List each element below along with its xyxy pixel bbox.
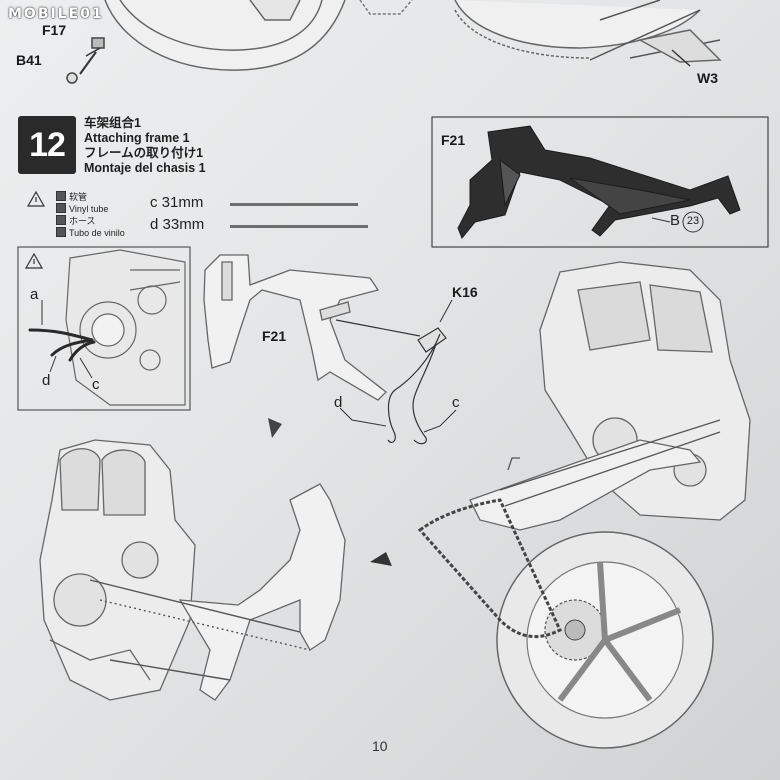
page-number: 10 <box>372 738 388 754</box>
step-title-zh: 车架组合1 <box>84 116 141 130</box>
detail-inset-frame <box>17 246 191 411</box>
right-arrow-icon <box>370 552 392 566</box>
step-title-es: Montaje del chasis 1 <box>84 161 206 175</box>
callout-label-f21: F21 <box>441 132 466 148</box>
engine-assembly-illustration <box>39 439 196 701</box>
material-ja: ホース <box>69 216 96 226</box>
material-en: Vinyl tube <box>69 204 109 214</box>
part-label-w3: W3 <box>697 70 718 86</box>
tube-length-d: d 33mm <box>150 216 205 233</box>
swingarm-illustration <box>469 439 702 531</box>
step-title-ja: フレームの取り付け1 <box>84 146 204 160</box>
step-number-badge: 12 <box>18 116 76 174</box>
material-bullet-icon <box>56 191 66 201</box>
callout-label-b-number: 23 <box>686 215 700 227</box>
material-note: 软管 Vinyl tube ホース Tubo de vinilo <box>56 191 125 239</box>
step-titles: 车架组合1 Attaching frame 1 フレームの取り付け1 Monta… <box>84 116 206 176</box>
down-arrow-icon <box>268 418 282 438</box>
material-bullet-icon <box>56 227 66 237</box>
material-zh: 软管 <box>69 192 88 202</box>
frame-rails-illustration <box>178 483 346 701</box>
callout-label-b: B <box>670 212 681 229</box>
frame-f21-illustration <box>457 125 741 239</box>
material-bullet-icon <box>56 215 66 225</box>
previous-step-illustration <box>66 0 722 84</box>
material-bullet-icon <box>56 203 66 213</box>
inset-label-c: c <box>92 376 100 393</box>
frame-callout-box <box>431 116 769 248</box>
part-label-b41: B41 <box>16 52 42 68</box>
tube-label-d: d <box>334 394 343 411</box>
tube-sample-d <box>230 225 368 228</box>
inset-label-d: d <box>42 372 51 389</box>
frame-tube-routing-illustration <box>203 254 387 401</box>
step-title-en: Attaching frame 1 <box>84 131 190 145</box>
part-label-f21: F21 <box>262 328 287 344</box>
tube-label-c: c <box>452 394 460 411</box>
warning-icon-inset <box>24 252 44 269</box>
watermark-logo: MOBILE01 <box>8 6 104 22</box>
part-label-k16: K16 <box>452 284 478 300</box>
warning-icon <box>26 190 46 207</box>
vinyl-tubes-inset <box>28 328 96 362</box>
tube-sample-c <box>230 203 358 206</box>
material-es: Tubo de vinilo <box>69 228 125 238</box>
b23-circle <box>682 211 704 233</box>
tube-length-c: c 31mm <box>150 194 204 211</box>
rear-wheel-illustration <box>496 531 714 749</box>
engine-detail-illustration <box>65 249 186 406</box>
part-label-f17: F17 <box>42 22 67 38</box>
drive-chain <box>417 498 562 639</box>
inset-label-a: a <box>30 286 39 303</box>
